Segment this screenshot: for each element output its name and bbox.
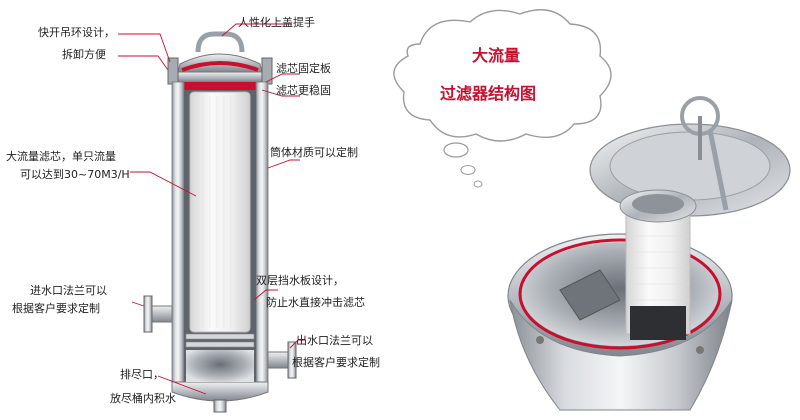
leader-lines	[118, 23, 306, 395]
open-filter-render	[507, 96, 791, 411]
cloud-shape	[393, 9, 612, 142]
leader-baffle	[253, 289, 278, 301]
leader-flow	[130, 171, 197, 197]
inlet-flange	[143, 295, 153, 333]
label-baffle-line-1: 双层挡水板设计，	[256, 274, 344, 287]
cartridge-mesh	[630, 306, 686, 340]
leader-disassembly	[118, 55, 169, 71]
title-line-2: 过滤器结构图	[440, 84, 537, 103]
housing-body	[509, 299, 733, 411]
lid-handle	[195, 31, 245, 53]
baffle-plate-2	[185, 341, 255, 348]
cloud-puff-3	[473, 180, 483, 188]
label-inlet-line-2: 根据客户要求定制	[12, 302, 100, 315]
leader-body	[267, 159, 300, 169]
leader-drain	[157, 375, 207, 395]
label-inlet-line-1: 进水口法兰可以	[30, 284, 107, 297]
label-cartridge-stable: 滤芯更稳固	[276, 84, 331, 97]
leader-outlet	[289, 339, 306, 349]
leader-inlet	[131, 301, 145, 307]
label-outlet-line-2: 根据客户要求定制	[292, 356, 380, 369]
cloud-puff-2	[460, 164, 476, 176]
rim-gasket	[518, 238, 722, 350]
cartridge-fixing-plate	[182, 82, 258, 90]
top-flange	[169, 71, 271, 83]
label-easy-disassembly: 拆卸方便	[62, 48, 106, 61]
outlet-pipe	[267, 351, 291, 369]
cutaway-filter	[143, 31, 297, 413]
label-quick-ring: 快开吊环设计，	[38, 26, 115, 39]
drain-outlet	[213, 399, 227, 413]
leader-plate	[265, 73, 300, 83]
label-drain-line-1: 排尽口，	[120, 368, 164, 381]
label-body-material: 筒体材质可以定制	[270, 146, 358, 159]
leader-stable	[261, 89, 300, 97]
label-baffle-line-2: 防止水直接冲击滤芯	[266, 296, 365, 309]
leader-handle	[221, 23, 292, 37]
body-wall-left	[171, 81, 185, 383]
title-line-1: 大流量	[472, 46, 521, 65]
label-drain-line-2: 放尽桶内积水	[110, 392, 176, 405]
body-wall-right	[255, 81, 269, 383]
filter-cartridge	[189, 91, 251, 333]
leader-quick-ring	[118, 33, 171, 63]
bottom-bowl	[171, 381, 269, 402]
cloud-puff-1	[443, 142, 469, 158]
inlet-pipe	[149, 305, 173, 323]
label-outlet-line-1: 出水口法兰可以	[296, 334, 373, 347]
inner-baffle	[559, 269, 621, 321]
title-cloud	[393, 9, 612, 188]
label-flow-line-1: 大流量滤芯，单只流量	[6, 150, 116, 163]
outlet-flange	[287, 341, 297, 379]
label-handle: 人性化上盖提手	[238, 16, 315, 29]
cartridge-pleats	[195, 96, 246, 328]
baffle-plate-1	[185, 333, 255, 340]
label-flow-line-2: 可以达到30~70M3/H	[20, 168, 130, 181]
red-gasket	[181, 61, 259, 72]
label-cartridge-plate: 滤芯固定板	[276, 62, 331, 75]
